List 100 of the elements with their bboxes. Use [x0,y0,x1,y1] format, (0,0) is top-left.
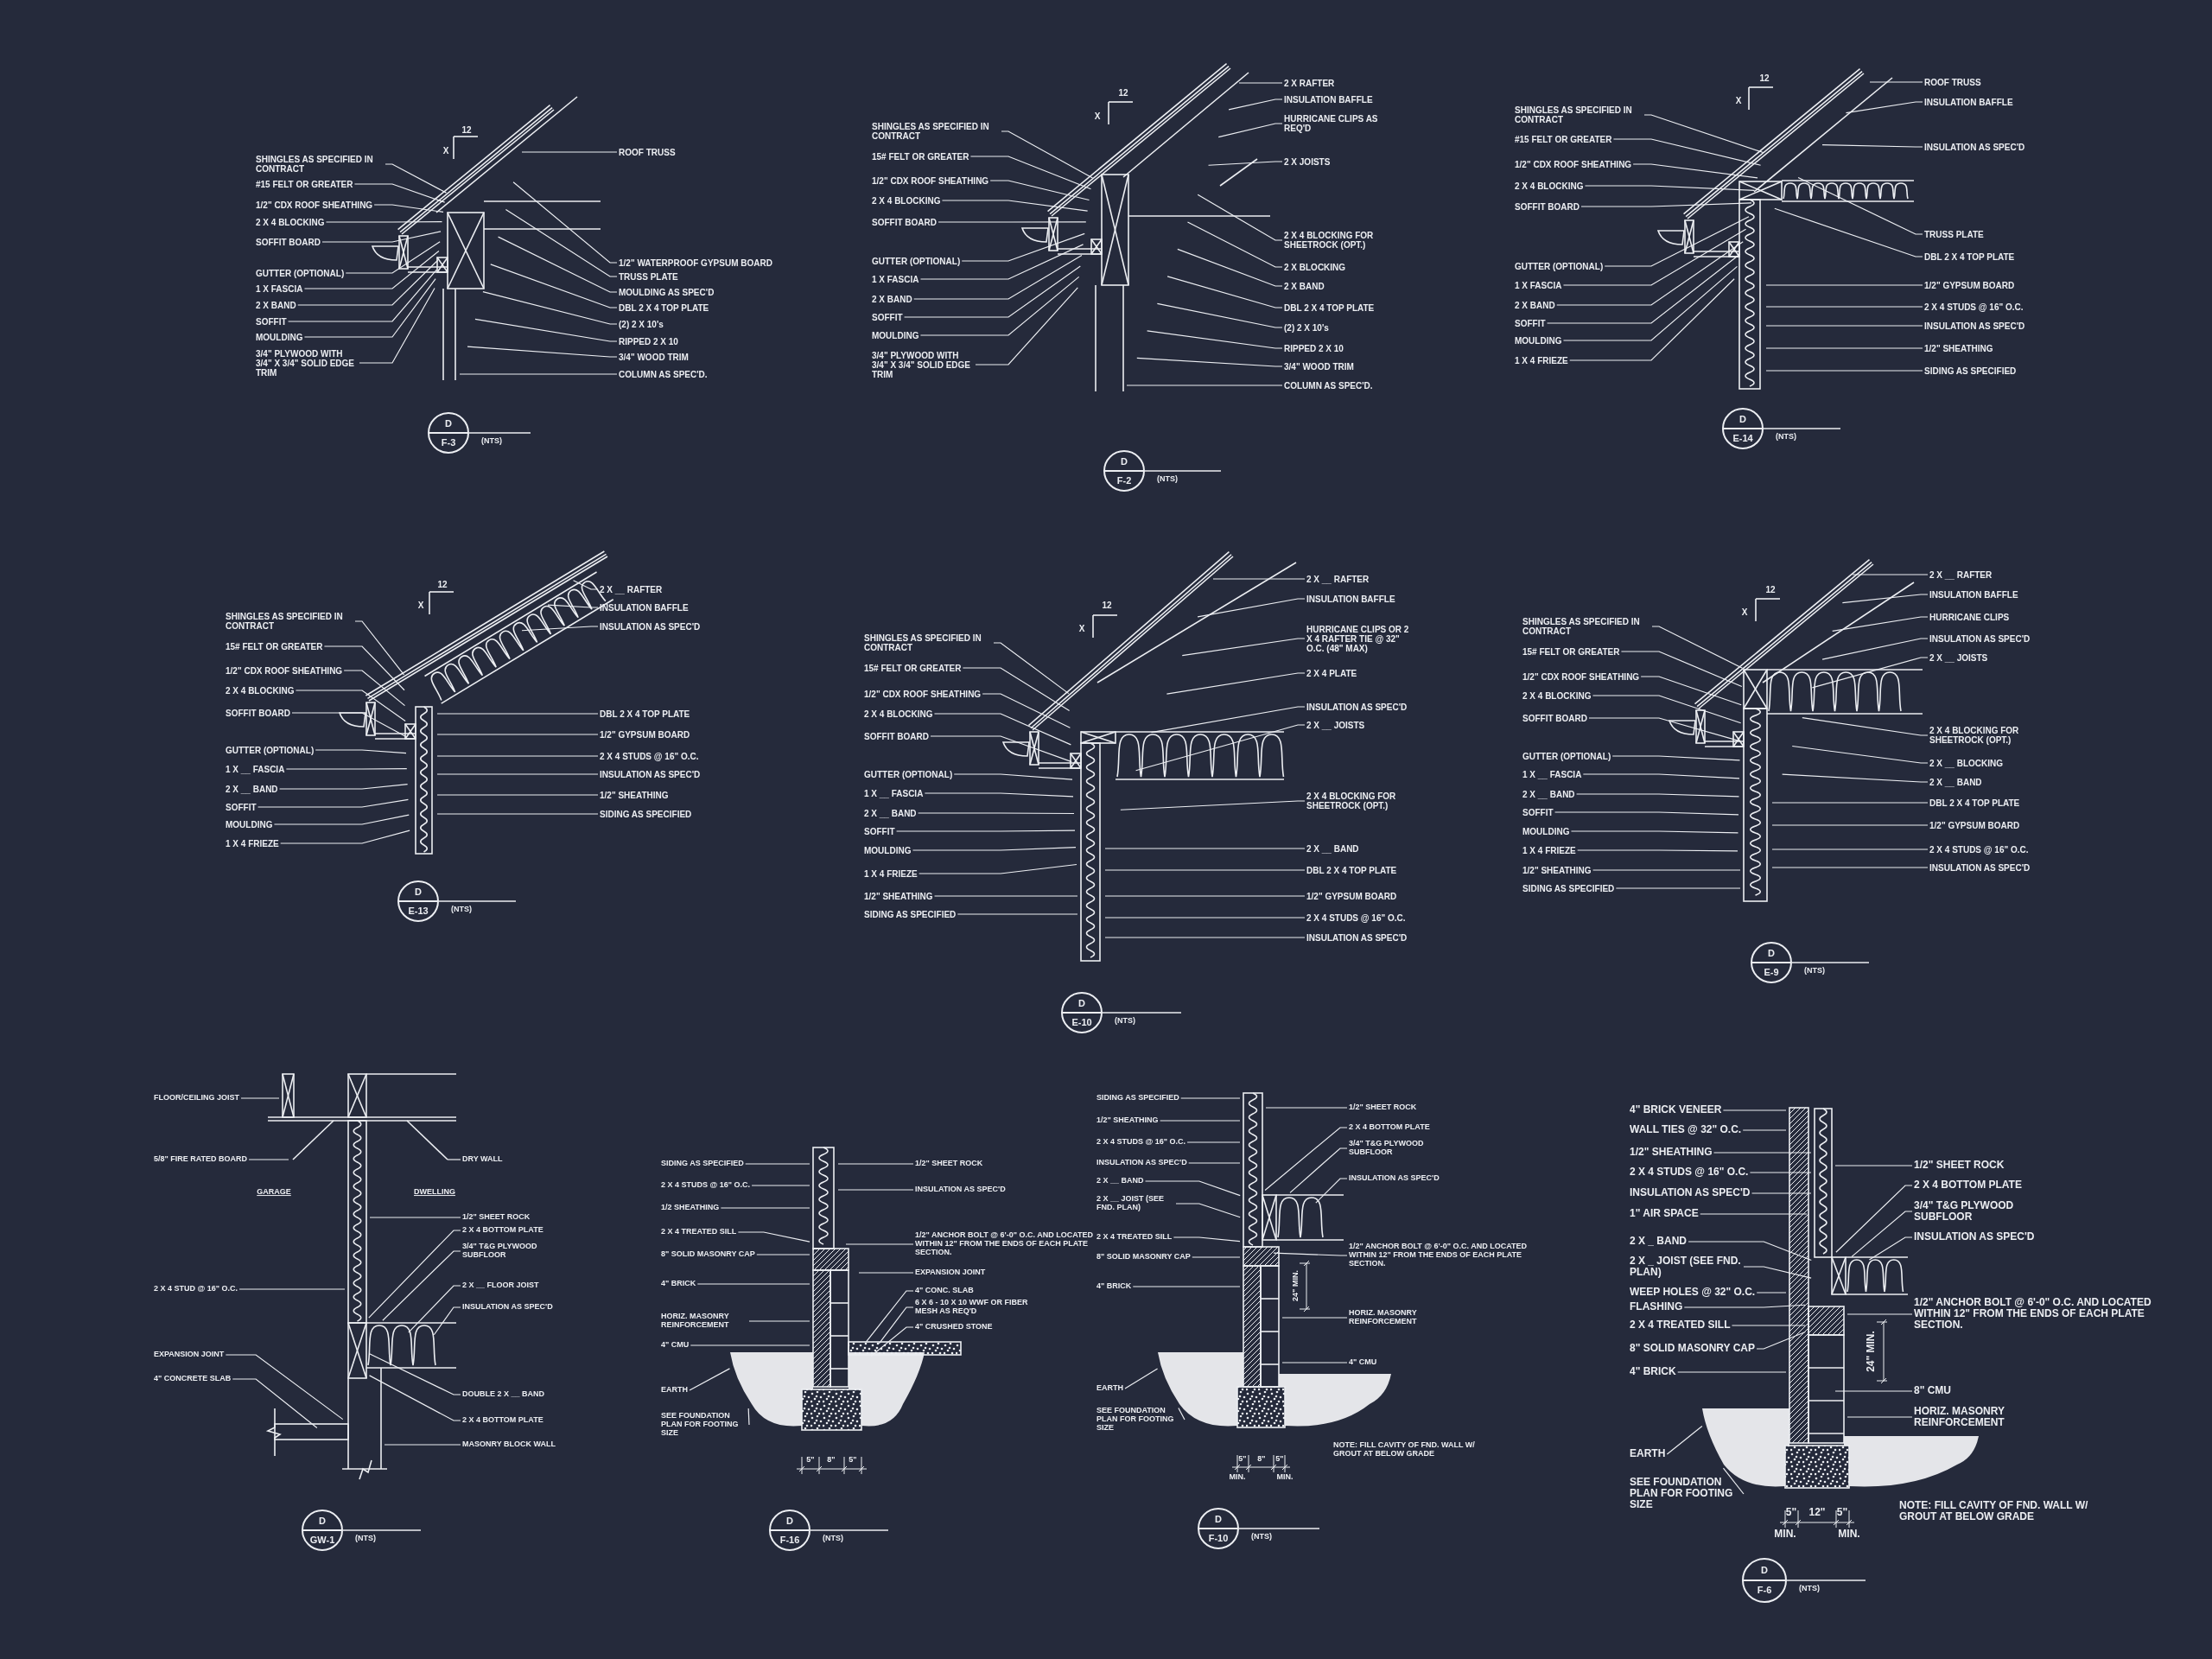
leader-line [1722,1467,1745,1495]
dimension-text: 5" [1238,1455,1247,1464]
callout-label: SHINGLES AS SPECIFIED IN CONTRACT [864,633,992,652]
callout-label: 3/4" WOOD TRIM [1284,361,1354,372]
leader-line [1289,1147,1348,1193]
callout-label: 1/2" WATERPROOF GYPSUM BOARD [619,257,772,268]
callout-label: 1/2" GYPSUM BOARD [1929,820,2020,830]
leader-line [689,1368,731,1391]
leader-line [1188,1162,1241,1164]
leader-line [1554,811,1739,816]
leader-line [490,264,618,308]
leader-line [1124,1368,1159,1389]
callout-label: FLOOR/CEILING JOIST [154,1094,239,1103]
leader-line [1156,302,1283,328]
leader-line [1546,253,1741,324]
callout-label: 1/2 SHEATHING [661,1204,720,1212]
leader-line [436,734,599,735]
leader-line [325,220,443,223]
leader-line [240,1097,280,1099]
leader-line [1832,616,1929,632]
leader-line [505,208,618,277]
leader-line [1104,848,1306,849]
leader-line [436,755,599,757]
leader-line [238,1288,346,1290]
pitch-label: 12 [1102,600,1112,610]
callout-label: MOULDING [864,845,912,855]
callout-label: 2 X __ BLOCKING [1929,758,2004,768]
callout-label: 1/2" GYPSUM BOARD [1924,280,2015,290]
leader-line [1869,81,1923,83]
callout-label: 4" CRUSHED STONE [915,1323,993,1332]
leader-line [913,254,1083,300]
callout-label: INSULATION BAFFLE [1306,594,1395,604]
callout-label: 2 X 4 BLOCKING [256,217,325,227]
detail-letter: D [1078,998,1085,1009]
leader-line [343,670,406,707]
dimension-text: MIN. [1774,1529,1796,1541]
callout-label: SOFFIT [1515,318,1546,328]
scale-note: (NTS) [355,1535,376,1543]
leader-line [1834,1390,1913,1392]
leader-line [924,792,1074,798]
leader-line [1104,895,1306,897]
callout-label: INSULATION BAFFLE [1924,97,2013,107]
leader-line [436,794,599,796]
callout-label: INSULATION AS SPEC'D [600,769,701,779]
callout-label: 2 X BLOCKING [1284,262,1346,272]
callout-label: RIPPED 2 X 10 [619,336,678,346]
note-text: NOTE: FILL CAVITY OF FND. WALL W/ GROUT AT BELOW GRADE [1333,1441,1476,1459]
callout-label: COLUMN AS SPEC'D. [619,369,708,379]
leader-line [1186,1141,1241,1143]
callout-label: 15# FELT OR GREATER [872,151,969,162]
leader-line [1852,574,1929,575]
pitch-label: 12 [461,124,472,135]
leader-line [297,259,439,306]
callout-label: 1 X 4 FRIEZE [1522,845,1576,855]
leader-line [933,713,1071,746]
callout-label: 2 X 4 STUDS @ 16" O.C. [1630,1166,1749,1179]
callout-label: (2) 2 X 10's [1284,322,1329,333]
detail-number: E-14 [1732,433,1753,444]
callout-label: 1 X __ FASCIA [226,764,285,774]
leader-line [878,1306,914,1344]
leader-line [1643,114,1764,154]
callout-label: MOULDING [1522,826,1570,836]
callout-label: COLUMN AS SPEC'D. [1284,380,1373,391]
callout-label: DBL 2 X 4 TOP PLATE [1284,302,1375,313]
callout-label: MASONRY BLOCK WALL [462,1440,556,1449]
detail-number: F-2 [1116,475,1132,486]
callout-label: INSULATION AS SPEC'D [1929,633,2031,644]
callout-label: SEE FOUNDATION PLAN FOR FOOTING SIZE [661,1412,747,1438]
leader-line [1802,717,1929,736]
leader-line [1821,638,1929,660]
callout-label: SIDING AS SPECIFIED [1096,1094,1179,1103]
callout-label: 2 X BAND [872,294,912,304]
leader-line [1212,578,1306,580]
callout-label: WEEP HOLES @ 32" O.C. [1630,1287,1756,1299]
callout-label: 2 X __ BAND [1096,1177,1144,1185]
callout-label: GUTTER (OPTIONAL) [226,745,315,755]
leader-line [1217,123,1283,138]
callout-label: SOFFIT [1522,807,1554,817]
leader-line [1751,1192,1812,1194]
leader-line [295,690,406,722]
leader-line [1713,1152,1812,1154]
callout-label: 2 X _ JOIST (SEE FND. PLAN) [1630,1255,1742,1279]
callout-label: 1 X __ FASCIA [1522,769,1582,779]
callout-label: 2 X JOISTS [1284,156,1331,167]
dimension-text: 5" [1836,1507,1848,1519]
leader-line [232,1378,318,1429]
callout-label: SOFFIT BOARD [872,217,937,227]
pitch-label: X [442,145,449,156]
detail-letter: D [1121,456,1128,467]
leader-line [447,1159,461,1160]
callout-label: 2 X 4 STUDS @ 16" O.C. [1306,912,1406,923]
callout-label: 1" AIR SPACE [1630,1208,1699,1220]
callout-label: SOFFIT BOARD [226,708,290,718]
callout-label: 2 X 4 BOTTOM PLATE [462,1226,543,1235]
callout-label: 1/2" GYPSUM BOARD [1306,891,1397,901]
leader-line [982,693,1071,728]
leader-line [321,231,442,243]
callout-label: 2 X BAND [256,300,296,310]
callout-label: RIPPED 2 X 10 [1284,343,1344,353]
callout-label: GUTTER (OPTIONAL) [1522,751,1611,761]
